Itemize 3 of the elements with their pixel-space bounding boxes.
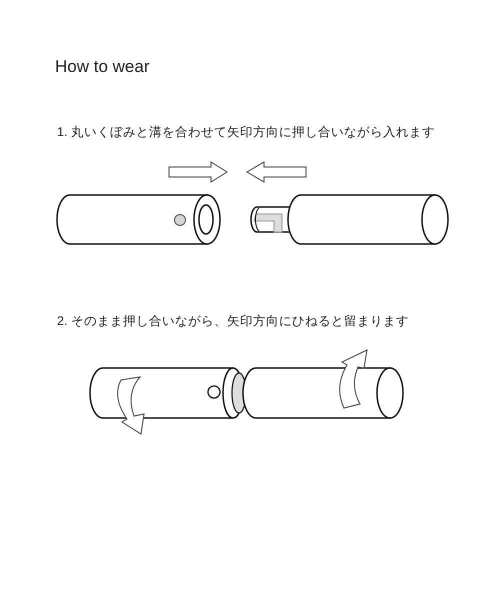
- step-text: 2. そのまま押し合いながら、矢印方向にひねると留まります: [57, 313, 409, 329]
- title: How to wear: [55, 57, 150, 77]
- step-text: 1. 丸いくぼみと溝を合わせて矢印方向に押し合いながら入れます: [57, 124, 435, 140]
